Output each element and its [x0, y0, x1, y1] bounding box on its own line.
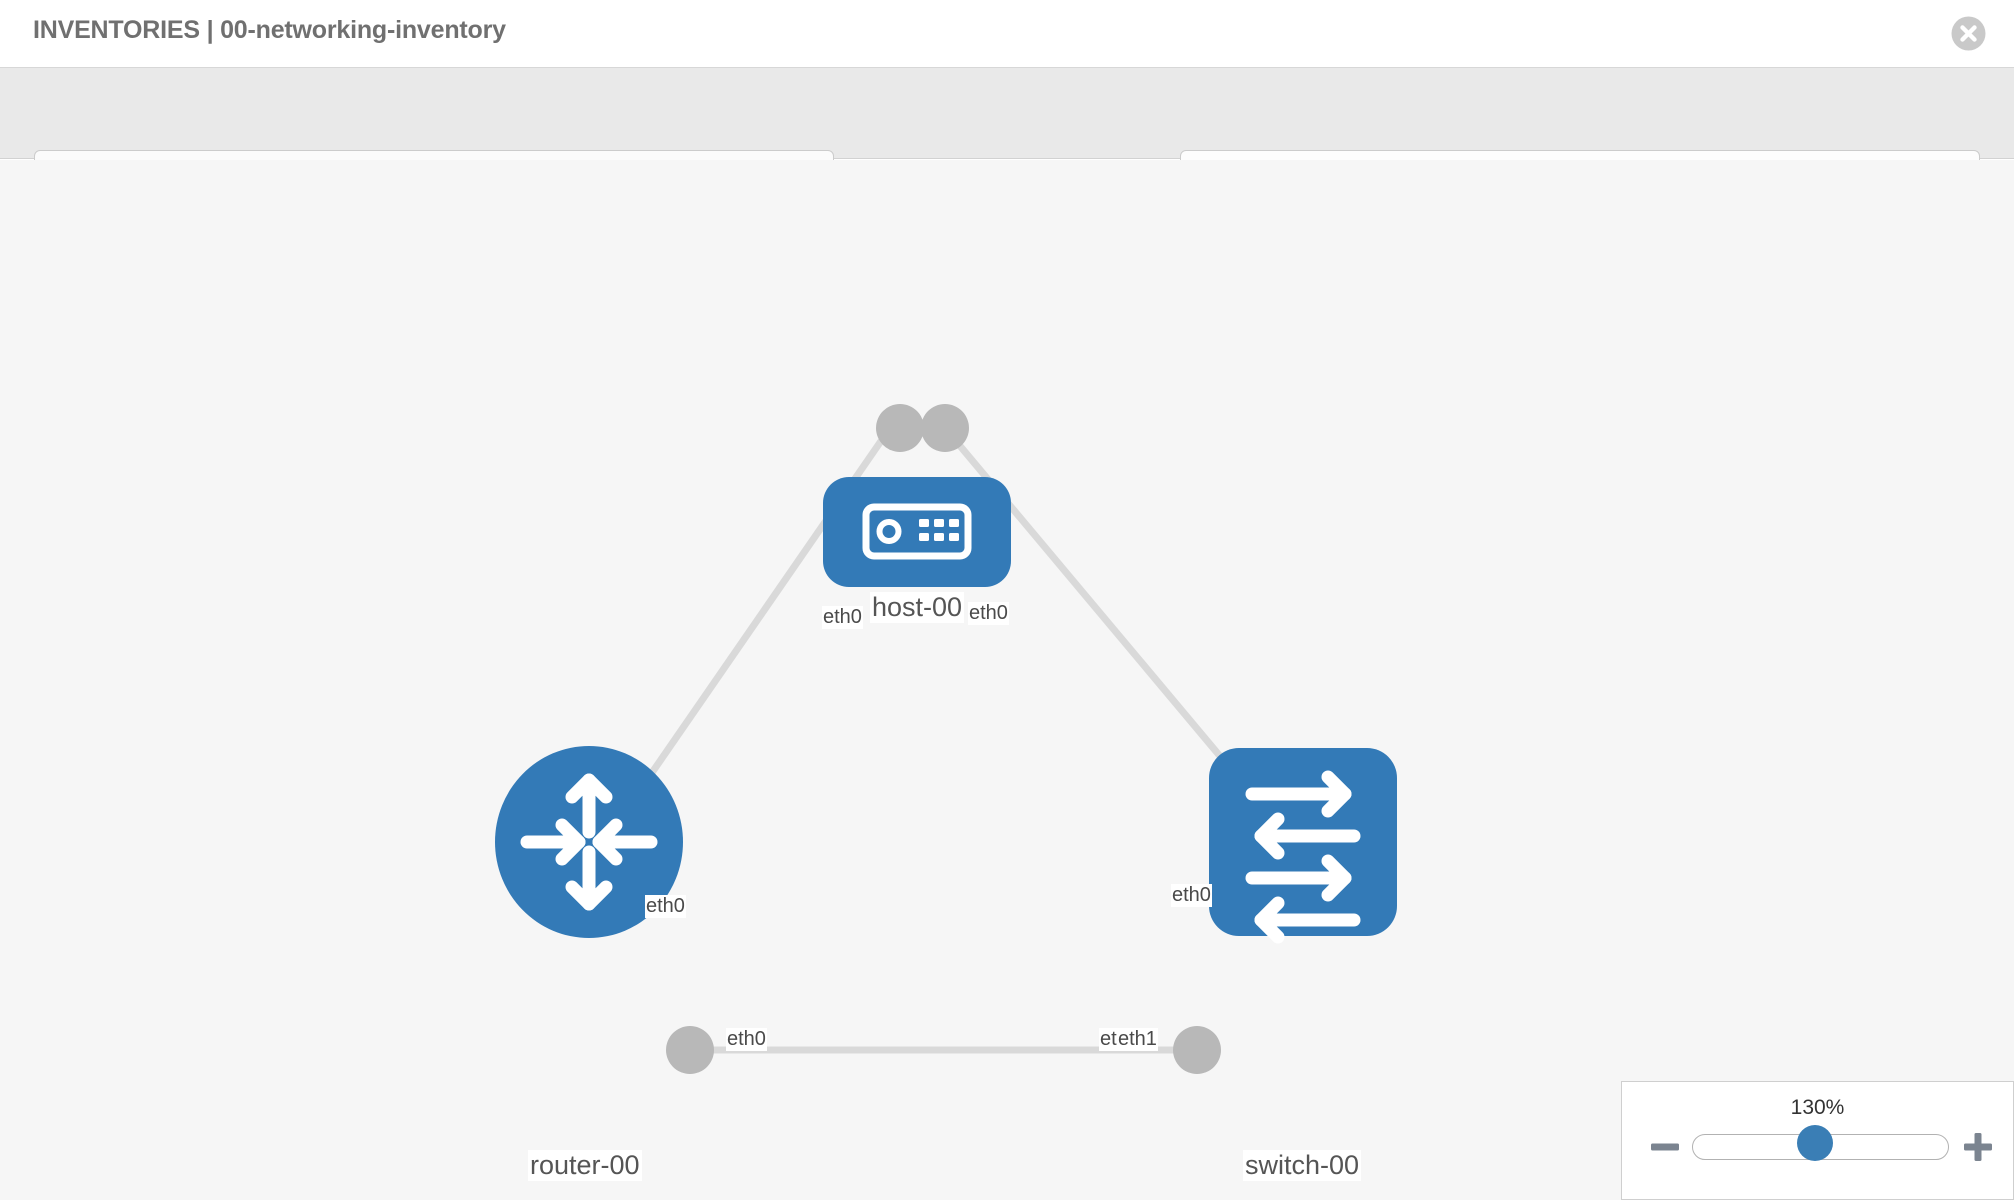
- iface-label: eth0: [645, 895, 686, 918]
- topology-node-switch-00: [1209, 748, 1397, 944]
- minus-icon[interactable]: [1648, 1130, 1682, 1164]
- iface-label: eth0: [726, 1028, 767, 1051]
- router-node-shape: [495, 746, 683, 938]
- server-device-icon: [862, 503, 972, 560]
- iface-label: eth0: [1171, 884, 1212, 907]
- plus-icon[interactable]: [1961, 1130, 1995, 1164]
- node-label-router-00: router-00: [528, 1150, 642, 1181]
- zoom-level-value: 130%: [1790, 1096, 1845, 1119]
- iface-label: eth0: [822, 606, 863, 629]
- connector-nub: [1173, 1026, 1221, 1074]
- zoom-slider-thumb[interactable]: [1797, 1125, 1833, 1161]
- connector-nub: [921, 404, 969, 452]
- node-label-switch-00: switch-00: [1243, 1150, 1362, 1181]
- page-header: INVENTORIES | 00-networking-inventory: [0, 0, 2014, 68]
- topology-node-host-00: [823, 477, 1011, 587]
- topology-node-router-00: [495, 746, 683, 938]
- iface-label: eth1: [1117, 1028, 1158, 1051]
- connector-nub: [666, 1026, 714, 1074]
- switch-arrows-icon: [1245, 770, 1361, 944]
- router-arrows-icon: [520, 773, 658, 911]
- host-node-shape: [823, 477, 1011, 587]
- node-label-host-00: host-00: [870, 592, 965, 623]
- topology-canvas[interactable]: host-00 router-00 switch-00 eth0 eth0 et…: [0, 160, 2014, 1200]
- close-icon[interactable]: [1951, 16, 1986, 51]
- toolbar: ACTIONS SEARCH: [0, 68, 2014, 205]
- iface-label: eth0: [968, 602, 1009, 625]
- topology-graph: [495, 404, 1397, 1074]
- page-title: INVENTORIES | 00-networking-inventory: [33, 16, 506, 44]
- connector-nub: [876, 404, 924, 452]
- zoom-control-panel: 130%: [1621, 1081, 2014, 1200]
